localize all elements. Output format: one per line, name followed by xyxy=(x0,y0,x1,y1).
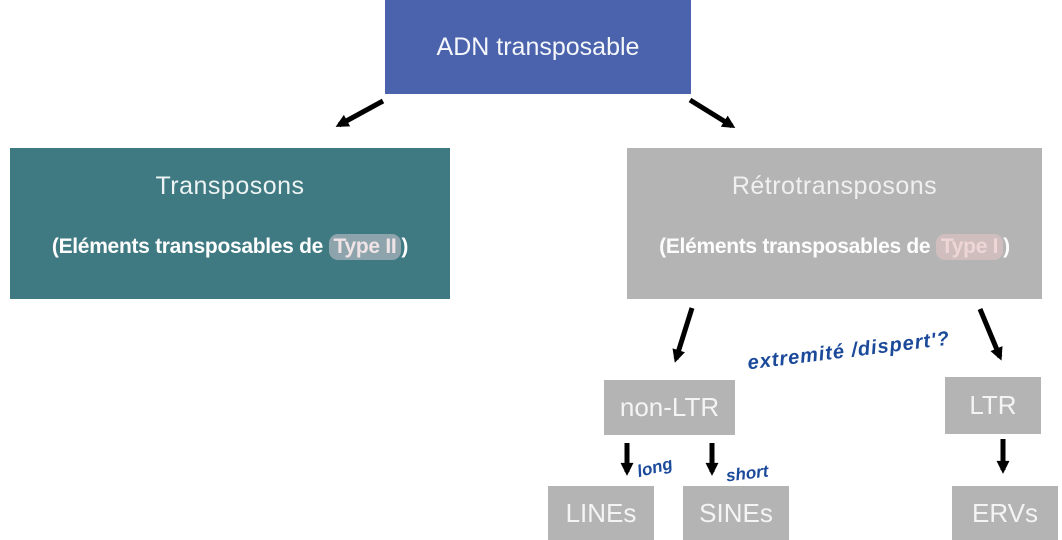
arrow-root-to-retrotransposons xyxy=(688,97,736,129)
retrotransposons-subtitle-prefix: (Eléments transposables de xyxy=(659,235,936,258)
transposons-subtitle-prefix: (Eléments transposables de xyxy=(51,235,329,258)
transposons-subtitle-suffix: ) xyxy=(401,235,409,258)
node-adn-transposable-label: ADN transposable xyxy=(436,32,640,61)
node-ervs-label: ERVs xyxy=(972,497,1038,528)
handwritten-note-extremite: extremité /dispert'? xyxy=(746,327,952,375)
node-ervs: ERVs xyxy=(952,486,1058,540)
arrow-root-to-transposons xyxy=(335,98,385,128)
transposons-type-highlight: Type II xyxy=(328,234,402,260)
node-ltr-label: LTR xyxy=(969,390,1017,420)
handwritten-note-long: long xyxy=(635,453,675,482)
arrow-retro-to-ltr xyxy=(977,308,1003,361)
node-lines-label: LINEs xyxy=(565,497,637,528)
retrotransposons-subtitle: (Eléments transposables de Type I) xyxy=(659,234,1010,260)
node-retrotransposons: Rétrotransposons (Eléments transposables… xyxy=(627,148,1042,299)
arrow-retro-to-non-ltr xyxy=(672,307,695,363)
retrotransposons-type-highlight: Type I xyxy=(935,234,1004,260)
transposons-title: Transposons xyxy=(155,172,305,200)
node-sines-label: SINEs xyxy=(699,497,773,528)
handwritten-note-short: short xyxy=(724,461,770,486)
node-non-ltr: non-LTR xyxy=(604,380,735,435)
retrotransposons-subtitle-suffix: ) xyxy=(1003,235,1010,258)
node-adn-transposable: ADN transposable xyxy=(385,0,691,94)
node-ltr: LTR xyxy=(945,377,1041,434)
retrotransposons-title: Rétrotransposons xyxy=(731,172,938,200)
node-lines: LINEs xyxy=(548,486,654,540)
node-transposons: Transposons (Eléments transposables de T… xyxy=(10,148,450,299)
node-sines: SINEs xyxy=(683,486,789,540)
transposons-subtitle: (Eléments transposables de Type II) xyxy=(51,234,409,260)
node-non-ltr-label: non-LTR xyxy=(619,392,720,422)
